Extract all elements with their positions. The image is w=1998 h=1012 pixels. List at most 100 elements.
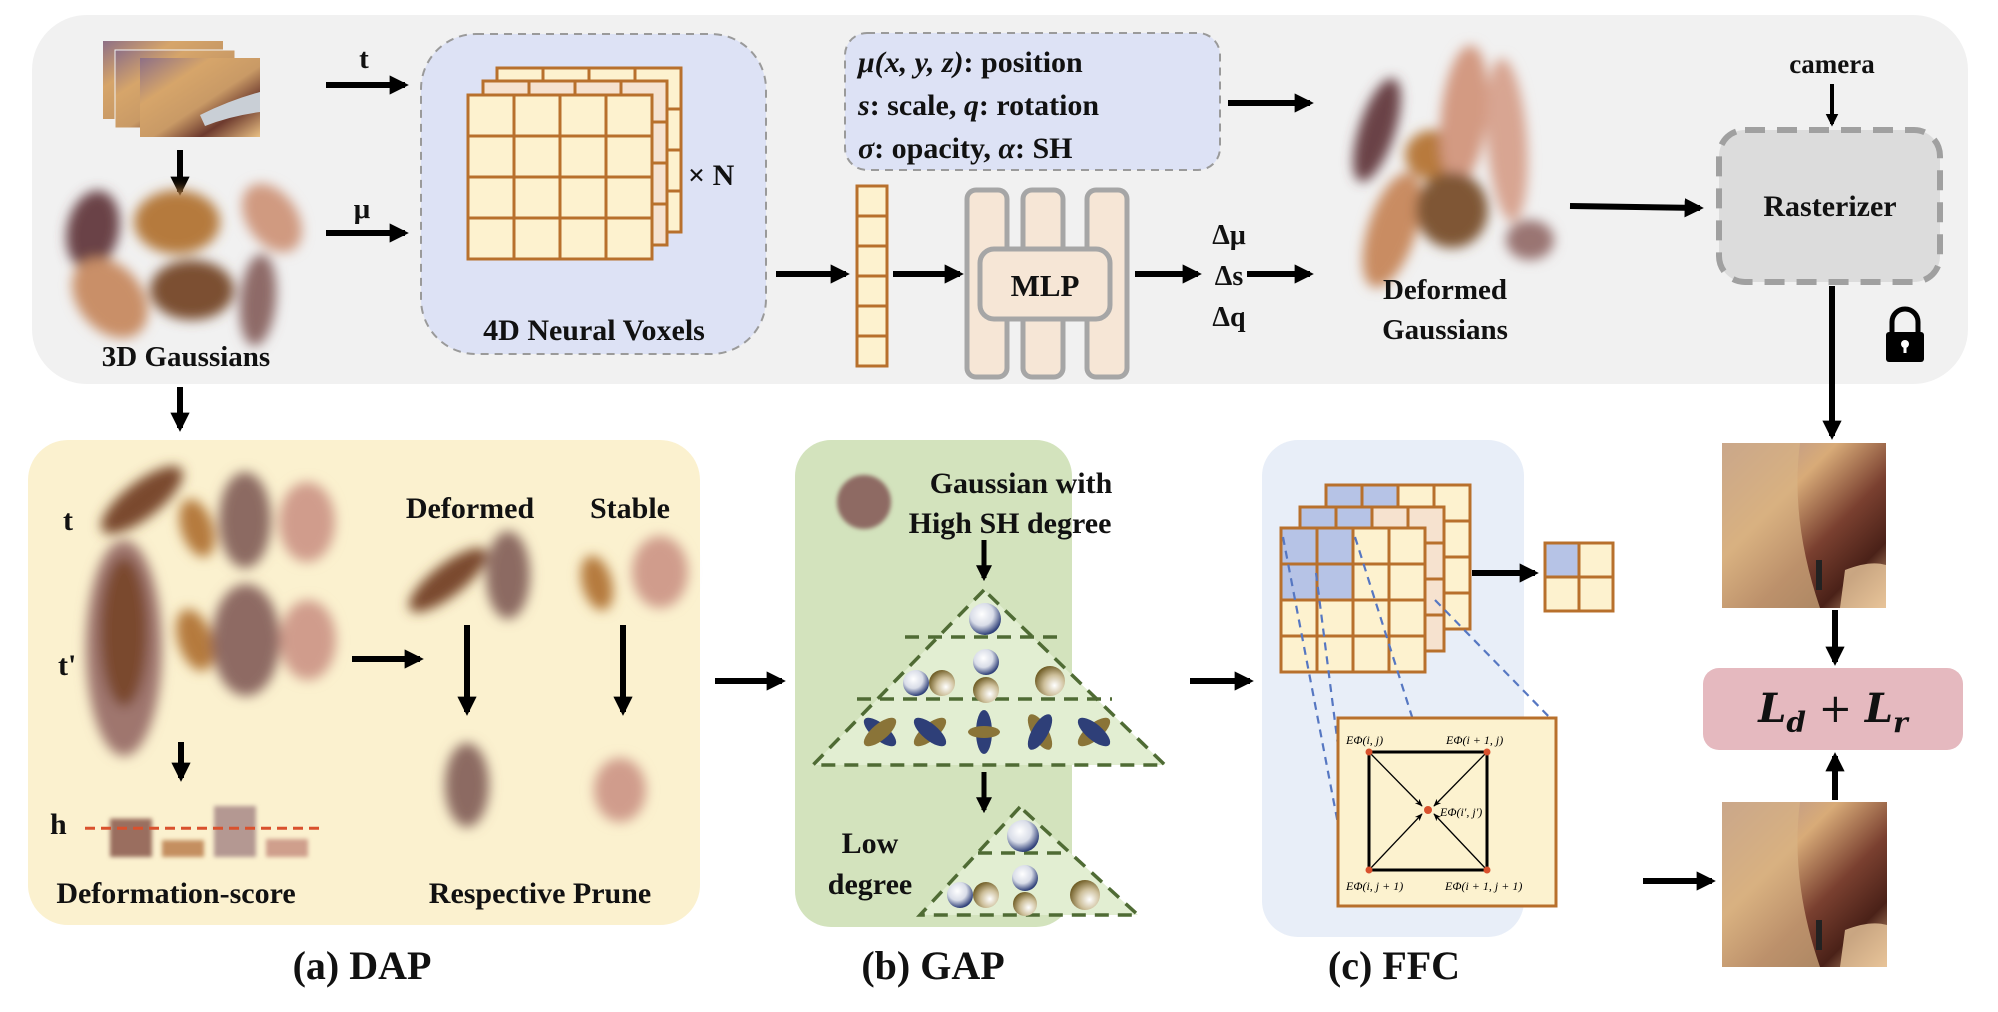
grid-cell: [1351, 634, 1391, 674]
grid-cell: [466, 216, 516, 261]
deformed-label-2: Gaussians: [1382, 314, 1508, 346]
grid-cell: [1577, 541, 1615, 579]
grid-cell: [512, 216, 562, 261]
grid-cell: [1279, 562, 1319, 602]
score-bars: [85, 806, 322, 857]
dap-stable-blobs: [580, 536, 688, 611]
deformed-label: Deformed: [406, 492, 535, 525]
grid-cell: [512, 93, 562, 138]
corner-tr: EΦ(i + 1, j): [1445, 733, 1503, 747]
grid-cell: [558, 93, 608, 138]
feature-cell: [855, 304, 889, 338]
grid-cell: [1387, 598, 1427, 638]
input-video-frames: [103, 41, 260, 137]
rasterizer-label: Rasterizer: [1763, 190, 1896, 223]
attr-scale-rotation: s: scale, q: rotation: [857, 89, 1099, 122]
dap-tprime-label: t': [58, 649, 76, 682]
voxel-grid-front: [466, 93, 654, 261]
stable-label: Stable: [590, 492, 670, 525]
grid-cell: [1543, 575, 1581, 613]
camera-label: camera: [1789, 49, 1875, 79]
gap-low-1: Low: [842, 827, 899, 860]
grid-cell: [604, 93, 654, 138]
grid-cell: [558, 175, 608, 220]
dap-panel: [28, 440, 700, 925]
feature-cell: [855, 334, 889, 368]
voxels-label: 4D Neural Voxels: [483, 314, 705, 347]
gap-title-1: Gaussian with: [930, 467, 1113, 500]
grid-cell: [466, 93, 516, 138]
t-label: t: [359, 43, 369, 75]
grid-cell: [558, 216, 608, 261]
feature-cell: [855, 214, 889, 248]
dap-t-label: t: [63, 504, 73, 537]
score-bar: [162, 840, 204, 857]
times-n-label: × N: [688, 159, 735, 192]
mlp-label: MLP: [1011, 268, 1080, 303]
lock-icon: [1886, 306, 1924, 362]
grid-cell: [1279, 598, 1319, 638]
grid-cell: [466, 134, 516, 179]
score-bar: [110, 818, 152, 857]
ffc-pooled-grid: [1543, 541, 1615, 613]
mlp-block: MLP: [964, 187, 1130, 380]
gap-caption: (b) GAP: [861, 943, 1004, 988]
h-label: h: [50, 808, 67, 841]
dap-pruned-blobs: [445, 743, 646, 827]
high-sh-gaussian: [837, 475, 891, 529]
corner-br: EΦ(i + 1, j + 1): [1444, 879, 1522, 893]
grid-cell: [1351, 526, 1391, 566]
delta-q: Δq: [1212, 302, 1246, 333]
grid-cell: [512, 134, 562, 179]
corner-tl: EΦ(i, j): [1345, 733, 1383, 747]
grid-cell: [1279, 634, 1319, 674]
grid-cell: [604, 216, 654, 261]
grid-cell: [512, 175, 562, 220]
delta-s: Δs: [1215, 261, 1244, 292]
grid-cell: [1387, 562, 1427, 602]
feature-vector: [855, 184, 889, 368]
high-degree-pyramid: [808, 587, 1170, 767]
ffc-feature-grids: [1279, 483, 1472, 674]
deformed-gaussian-blobs: [1353, 45, 1554, 288]
grid-cell: [1387, 634, 1427, 674]
rendered-image: [1722, 443, 1886, 608]
gap-low-2: degree: [828, 868, 912, 901]
attr-opacity-sh: σ: opacity, α: SH: [858, 132, 1072, 165]
score-bar: [214, 806, 256, 857]
grid-cell: [1315, 634, 1355, 674]
corner-bl: EΦ(i, j + 1): [1345, 879, 1403, 893]
dap-deformed-blobs: [408, 531, 530, 619]
corner-center: EΦ(i', j'): [1439, 805, 1482, 819]
grid-cell: [1543, 541, 1581, 579]
ffc-pooled-cells: [1543, 541, 1615, 613]
gaussian-blobs: [66, 183, 302, 346]
grid-cell: [558, 134, 608, 179]
dap-blobs-tprime: [86, 540, 336, 756]
grid-cell: [1387, 526, 1427, 566]
grid-cell: [1351, 562, 1391, 602]
prune-label: Respective Prune: [429, 877, 651, 910]
grid-cell: [1315, 526, 1355, 566]
deformed-label-1: Deformed: [1383, 274, 1507, 306]
ffc-caption: (c) FFC: [1328, 943, 1460, 988]
feature-cell: [855, 184, 889, 218]
voxel-grid-stack: [466, 66, 683, 261]
mu-label: μ: [354, 193, 371, 225]
low-degree-pyramid: [915, 804, 1143, 917]
gaussians-label: 3D Gaussians: [102, 341, 270, 373]
grid-cell: [1315, 562, 1355, 602]
sh-degree-2: [863, 710, 1111, 754]
attributes-box: [844, 32, 1221, 171]
dap-caption: (a) DAP: [293, 943, 432, 988]
score-label: Deformation-score: [56, 877, 295, 910]
interpolation-diagram: EΦ(i, j) EΦ(i + 1, j) EΦ(i', j') EΦ(i, j…: [1336, 716, 1558, 908]
grid-cell: [466, 175, 516, 220]
ground-truth-image: [1722, 802, 1887, 967]
attr-position: μ(x, y, z): position: [856, 46, 1083, 79]
grid-cell: [604, 134, 654, 179]
sh-degree-0: [969, 603, 1001, 635]
gap-title-2: High SH degree: [909, 507, 1112, 540]
arrow-deformed-to-rasterizer: [1569, 198, 1704, 218]
